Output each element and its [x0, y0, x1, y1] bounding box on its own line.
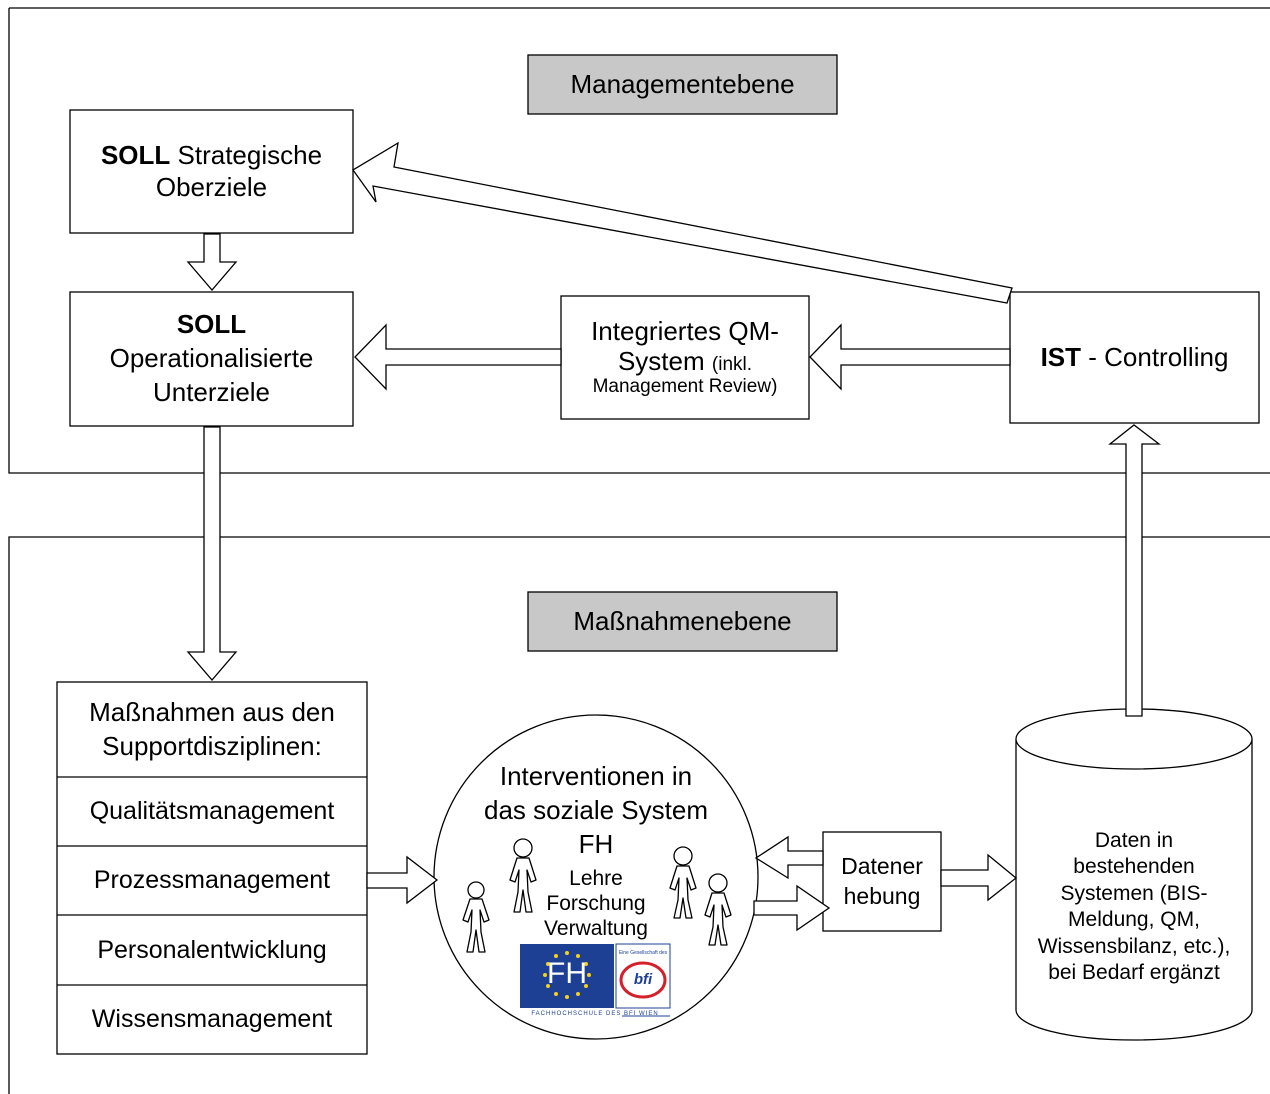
measures-header-line2: Supportdisziplinen: [102, 730, 322, 761]
database-cylinder [1015, 739, 1253, 1041]
measures-item: Personalentwicklung [97, 935, 327, 964]
measures-item: Qualitätsmanagement [89, 797, 335, 826]
soll-strategic-text1: Strategische [170, 139, 323, 170]
measures-box [56, 681, 368, 1055]
soll-operational-line2: Operationalisierte [109, 343, 314, 374]
qm-system-line2: System [617, 345, 705, 376]
person-icon [462, 881, 490, 953]
qm-system-note2: Management Review) [592, 376, 778, 398]
soll-strategic-box [69, 109, 354, 234]
soll-strategic-label: SOLL Strategische Oberziele [70, 110, 353, 233]
data-collection-box [822, 831, 942, 932]
person-icon [509, 838, 537, 913]
arrow-strategic-to-operational [186, 233, 238, 291]
eu-stars-icon [543, 951, 591, 999]
ist-controlling-label: IST - Controlling [1010, 292, 1259, 423]
ist-controlling-text: - Controlling [1081, 341, 1229, 372]
arrow-collection-to-interventions [754, 835, 824, 880]
interventions-line1: Interventionen in [499, 761, 693, 791]
management-level-label: Managementebene [570, 68, 795, 99]
data-collection-label: Datener hebung [823, 832, 941, 931]
logo-caption: FACHHOCHSCHULE DES BFI WIEN [531, 1011, 659, 1018]
soll-operational-box [69, 291, 354, 427]
ist-controlling-bold: IST [1040, 341, 1082, 372]
qm-system-box [560, 295, 810, 420]
soll-operational-line3: Unterziele [152, 376, 271, 407]
measures-level-frame [8, 536, 1270, 1094]
management-level-frame [8, 7, 1270, 474]
soll-operational-bold: SOLL [176, 309, 247, 340]
interventions-line3: FH [578, 828, 614, 859]
arrow-ist-to-strategic [352, 141, 1013, 304]
soll-strategic-bold: SOLL [100, 139, 171, 170]
qm-system-note1: (inkl. [711, 353, 753, 375]
measures-header: Maßnahmen aus den Supportdisziplinen: [57, 682, 367, 777]
interventions-sub1: Lehre [569, 867, 623, 890]
interventions-sub2: Forschung [546, 892, 646, 916]
measures-item: Prozessmanagement [93, 866, 331, 895]
arrow-qm-to-operational [354, 323, 562, 391]
data-collection-line2: hebung [843, 882, 921, 909]
database-line: Systemen (BIS- [1060, 881, 1208, 905]
logo-bfi-top-text: Eine Gesellschaft des [618, 949, 668, 956]
data-collection-line1: Datener [841, 852, 923, 879]
person-icon [704, 873, 732, 946]
arrow-database-to-ist [1108, 424, 1161, 717]
database-label: Daten in bestehenden Systemen (BIS- Meld… [1016, 828, 1252, 1006]
measures-header-line1: Maßnahmen aus den [89, 696, 335, 727]
soll-strategic-text2: Oberziele [155, 171, 268, 202]
arrow-collection-to-database [940, 853, 1018, 902]
measures-item: Wissensmanagement [91, 1005, 333, 1034]
interventions-sub3: Verwaltung [544, 917, 648, 941]
arrow-interventions-to-collection [753, 884, 831, 932]
database-line: Daten in [1094, 829, 1174, 852]
arrow-operational-to-measures [186, 426, 238, 681]
qm-system-label: Integriertes QM- System (inkl. Managemen… [561, 296, 809, 419]
fh-bfi-logo [520, 943, 671, 1017]
qm-system-line1: Integriertes QM- [591, 315, 779, 346]
arrow-measures-to-interventions [366, 855, 439, 905]
database-line: Meldung, QM, [1068, 908, 1200, 932]
soll-operational-label: SOLL Operationalisierte Unterziele [70, 292, 353, 426]
arrow-ist-to-qm [809, 323, 1011, 391]
database-line: bei Bedarf ergänzt [1048, 961, 1220, 985]
interventions-areas: Lehre Forschung Verwaltung [526, 866, 666, 944]
measures-level-label-box [527, 591, 838, 652]
interventions-line2: das soziale System [484, 794, 708, 825]
database-line: Wissensbilanz, etc.), [1037, 934, 1231, 958]
interventions-title: Interventionen in das soziale System FH [446, 760, 746, 864]
measures-level-label: Maßnahmenebene [573, 605, 792, 636]
ist-controlling-box [1009, 291, 1260, 424]
database-line: bestehenden [1073, 855, 1195, 879]
management-level-label-box [527, 54, 838, 115]
logo-fh-text: FH [547, 956, 587, 990]
logo-bfi-text: bfi [633, 970, 653, 988]
person-icon [669, 846, 697, 919]
